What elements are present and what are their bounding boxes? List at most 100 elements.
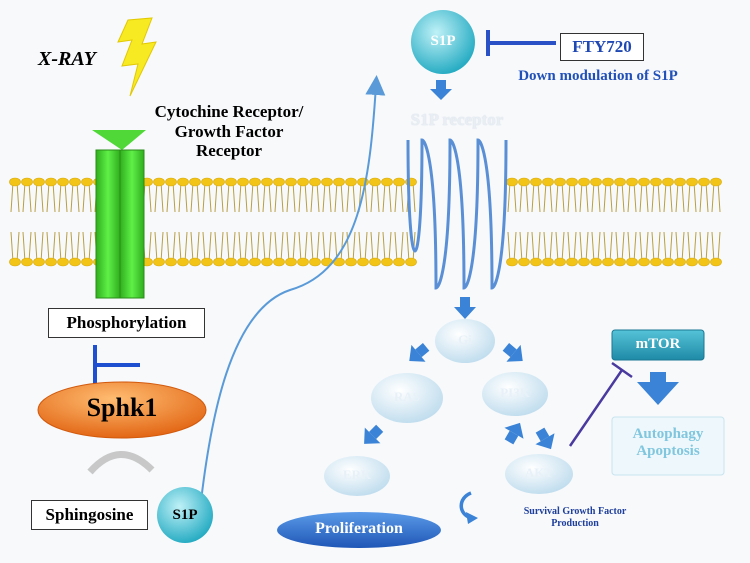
lipid-head — [285, 257, 297, 267]
lipid-tail — [651, 181, 655, 213]
lipid-tail — [328, 181, 332, 213]
lipid-head — [177, 257, 189, 267]
lipid-tail — [382, 181, 386, 213]
lipid-head — [578, 177, 590, 187]
lipid-head — [297, 257, 309, 267]
lipid-head — [345, 177, 357, 187]
lipid-tail — [226, 181, 230, 213]
lipid-tail — [561, 231, 565, 263]
lipid-head — [554, 257, 566, 267]
lipid-head — [662, 257, 674, 267]
lipid-tail — [184, 231, 188, 263]
lipid-tail — [573, 181, 577, 213]
lipid-head — [237, 257, 249, 267]
lipid-tail — [178, 231, 182, 263]
lipid-tail — [22, 181, 26, 213]
lipid-head — [81, 177, 93, 187]
lipid-tail — [633, 181, 637, 213]
lipid-tail — [627, 181, 631, 213]
lipid-tail — [28, 231, 32, 263]
lipid-tail — [705, 181, 709, 213]
lipid-tail — [615, 231, 619, 263]
lipid-tail — [519, 181, 523, 213]
lipid-tail — [220, 181, 224, 213]
lipid-tail — [58, 231, 62, 263]
mtor-box — [611, 329, 705, 361]
lipid-tail — [316, 181, 320, 213]
lipid-tail — [286, 181, 290, 213]
lipid-head — [602, 257, 614, 267]
lipid-tail — [172, 181, 176, 213]
lipid-head — [201, 257, 213, 267]
lipid-head — [297, 177, 309, 187]
lipid-tail — [256, 231, 260, 263]
s1p-export-arrow — [199, 75, 386, 511]
lipid-tail — [196, 231, 200, 263]
lipid-head — [614, 177, 626, 187]
lipid-tail — [687, 181, 691, 213]
lipid-head — [710, 257, 722, 267]
lipid-tail — [639, 181, 643, 213]
lipid-tail — [16, 231, 20, 263]
lipid-tail — [262, 231, 266, 263]
survival-label: Survival Growth Factor Production — [523, 506, 627, 529]
gi-label: Gi — [458, 332, 472, 347]
lipid-head — [69, 177, 81, 187]
lipid-tail — [202, 231, 206, 263]
lipid-tail — [376, 181, 380, 213]
lipid-head — [674, 257, 686, 267]
lipid-head — [662, 177, 674, 187]
lipid-tail — [669, 181, 673, 213]
lipid-head — [381, 177, 393, 187]
lipid-tail — [687, 231, 691, 263]
lipid-head — [177, 177, 189, 187]
lipid-tail — [184, 181, 188, 213]
lipid-tail — [585, 231, 589, 263]
lipid-tail — [292, 231, 296, 263]
lipid-tail — [388, 231, 392, 263]
lipid-tail — [352, 181, 356, 213]
lipid-head — [261, 257, 273, 267]
lipid-tail — [10, 231, 14, 263]
lipid-tail — [232, 181, 236, 213]
lipid-tail — [597, 231, 601, 263]
lipid-tail — [70, 231, 74, 263]
proliferation-ellipse — [277, 512, 441, 548]
lipid-tail — [340, 231, 344, 263]
lipid-tail — [591, 231, 595, 263]
lipid-head — [273, 257, 285, 267]
lipid-tail — [310, 231, 314, 263]
lipid-tail — [46, 231, 50, 263]
lipid-tail — [681, 231, 685, 263]
lipid-tail — [549, 231, 553, 263]
lipid-tail — [328, 231, 332, 263]
mtor-inhibition-symbol — [568, 361, 633, 447]
lipid-tail — [352, 231, 356, 263]
lipid-tail — [76, 231, 80, 263]
proliferation-label: Proliferation — [315, 520, 403, 537]
lipid-head — [650, 177, 662, 187]
survival-arrowhead — [466, 512, 478, 524]
lipid-tail — [406, 231, 410, 263]
lipid-head — [710, 177, 722, 187]
lipid-tail — [172, 231, 176, 263]
lipid-head — [225, 257, 237, 267]
lipid-tail — [609, 181, 613, 213]
lipid-head — [614, 257, 626, 267]
lipid-tail — [603, 231, 607, 263]
lipid-tail — [262, 181, 266, 213]
lipid-tail — [190, 181, 194, 213]
lipid-tail — [591, 181, 595, 213]
lipid-tail — [256, 181, 260, 213]
lipid-head — [201, 177, 213, 187]
lipid-tail — [340, 181, 344, 213]
lipid-tail — [298, 181, 302, 213]
lipid-tail — [268, 181, 272, 213]
lipid-tail — [513, 181, 517, 213]
lipid-tail — [537, 181, 541, 213]
lipid-tail — [531, 231, 535, 263]
lipid-tail — [178, 181, 182, 213]
lightning-bolt-icon — [117, 17, 157, 97]
sphingosine-arc — [87, 451, 155, 475]
lipid-head — [506, 257, 518, 267]
